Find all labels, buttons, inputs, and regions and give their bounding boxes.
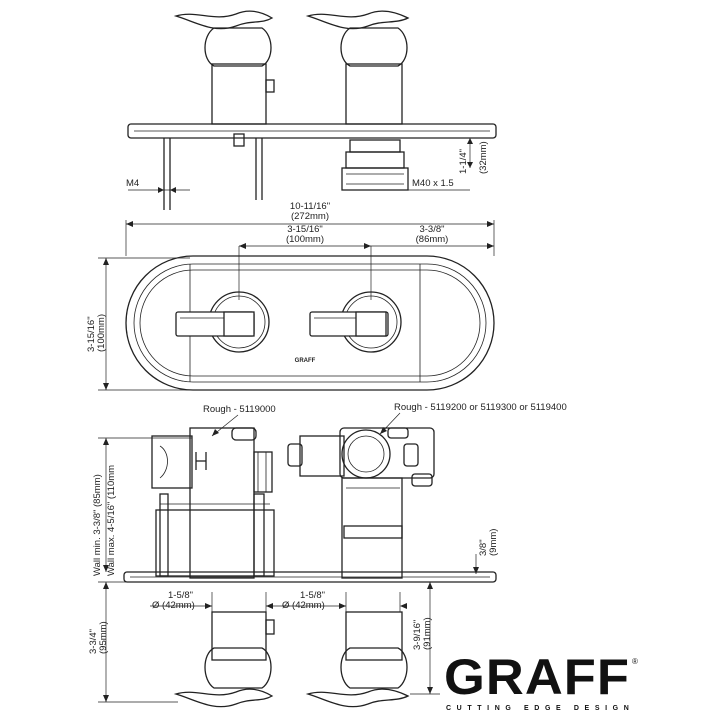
wall-range-min: Wall min. 3-3/8" (85mm) [92,474,103,576]
right-dia-metric: Ø (42mm) [282,600,325,611]
side-section-view: Rough - 5119000 Rough - 5119200 or 51193… [92,402,567,583]
depth-metric: (9mm) [488,529,499,556]
plate-height-imperial: 3-15/16" [86,316,97,352]
bottom-elevation-view: 1-5/8" Ø (42mm) 1-5/8" Ø (42mm) 3-3/4" (… [88,581,440,708]
plate-height-metric: (100mm) [96,314,107,352]
right-dia-imperial: 1-5/8" [300,590,325,601]
depth-imperial: 3/8" [478,539,489,556]
top-elevation-view: M4 M40 x 1.5 1-1/4" (32mm) [126,10,497,210]
graff-logo: GRAFF ® CUTTING EDGE DESIGN [444,649,638,712]
height-metric: (32mm) [478,141,489,174]
logo-wordmark: GRAFF [444,649,630,705]
right-proj-imperial: 3-9/16" [412,620,423,650]
m4-label: M4 [126,178,139,189]
right-proj-metric: (91mm) [422,617,433,650]
overall-width-metric: (272mm) [291,211,329,222]
center-spacing-metric: (100mm) [286,234,324,245]
center-logo-mark: GRAFF [295,358,316,364]
center-spacing-imperial: 3-15/16" [287,224,323,235]
wall-range-max: Wall max. 4-5/16" (110mm [106,465,117,576]
rough-left-label: Rough - 5119000 [203,404,276,415]
height-imperial: 1-1/4" [458,149,469,174]
registered-mark: ® [632,657,638,666]
front-plan-view: 10-11/16" (272mm) 3-15/16" (100mm) 3-3/8… [86,201,495,391]
edge-offset-metric: (86mm) [416,234,449,245]
rough-right-label: Rough - 5119200 or 5119300 or 5119400 [394,402,567,413]
left-dia-metric: Ø (42mm) [152,600,195,611]
thread-label: M40 x 1.5 [412,178,454,189]
logo-tagline: CUTTING EDGE DESIGN [446,705,632,712]
left-proj-imperial: 3-3/4" [88,629,99,654]
left-dia-imperial: 1-5/8" [168,590,193,601]
left-proj-metric: (95mm) [98,621,109,654]
edge-offset-imperial: 3-3/8" [419,224,444,235]
overall-width-imperial: 10-11/16" [290,201,330,212]
